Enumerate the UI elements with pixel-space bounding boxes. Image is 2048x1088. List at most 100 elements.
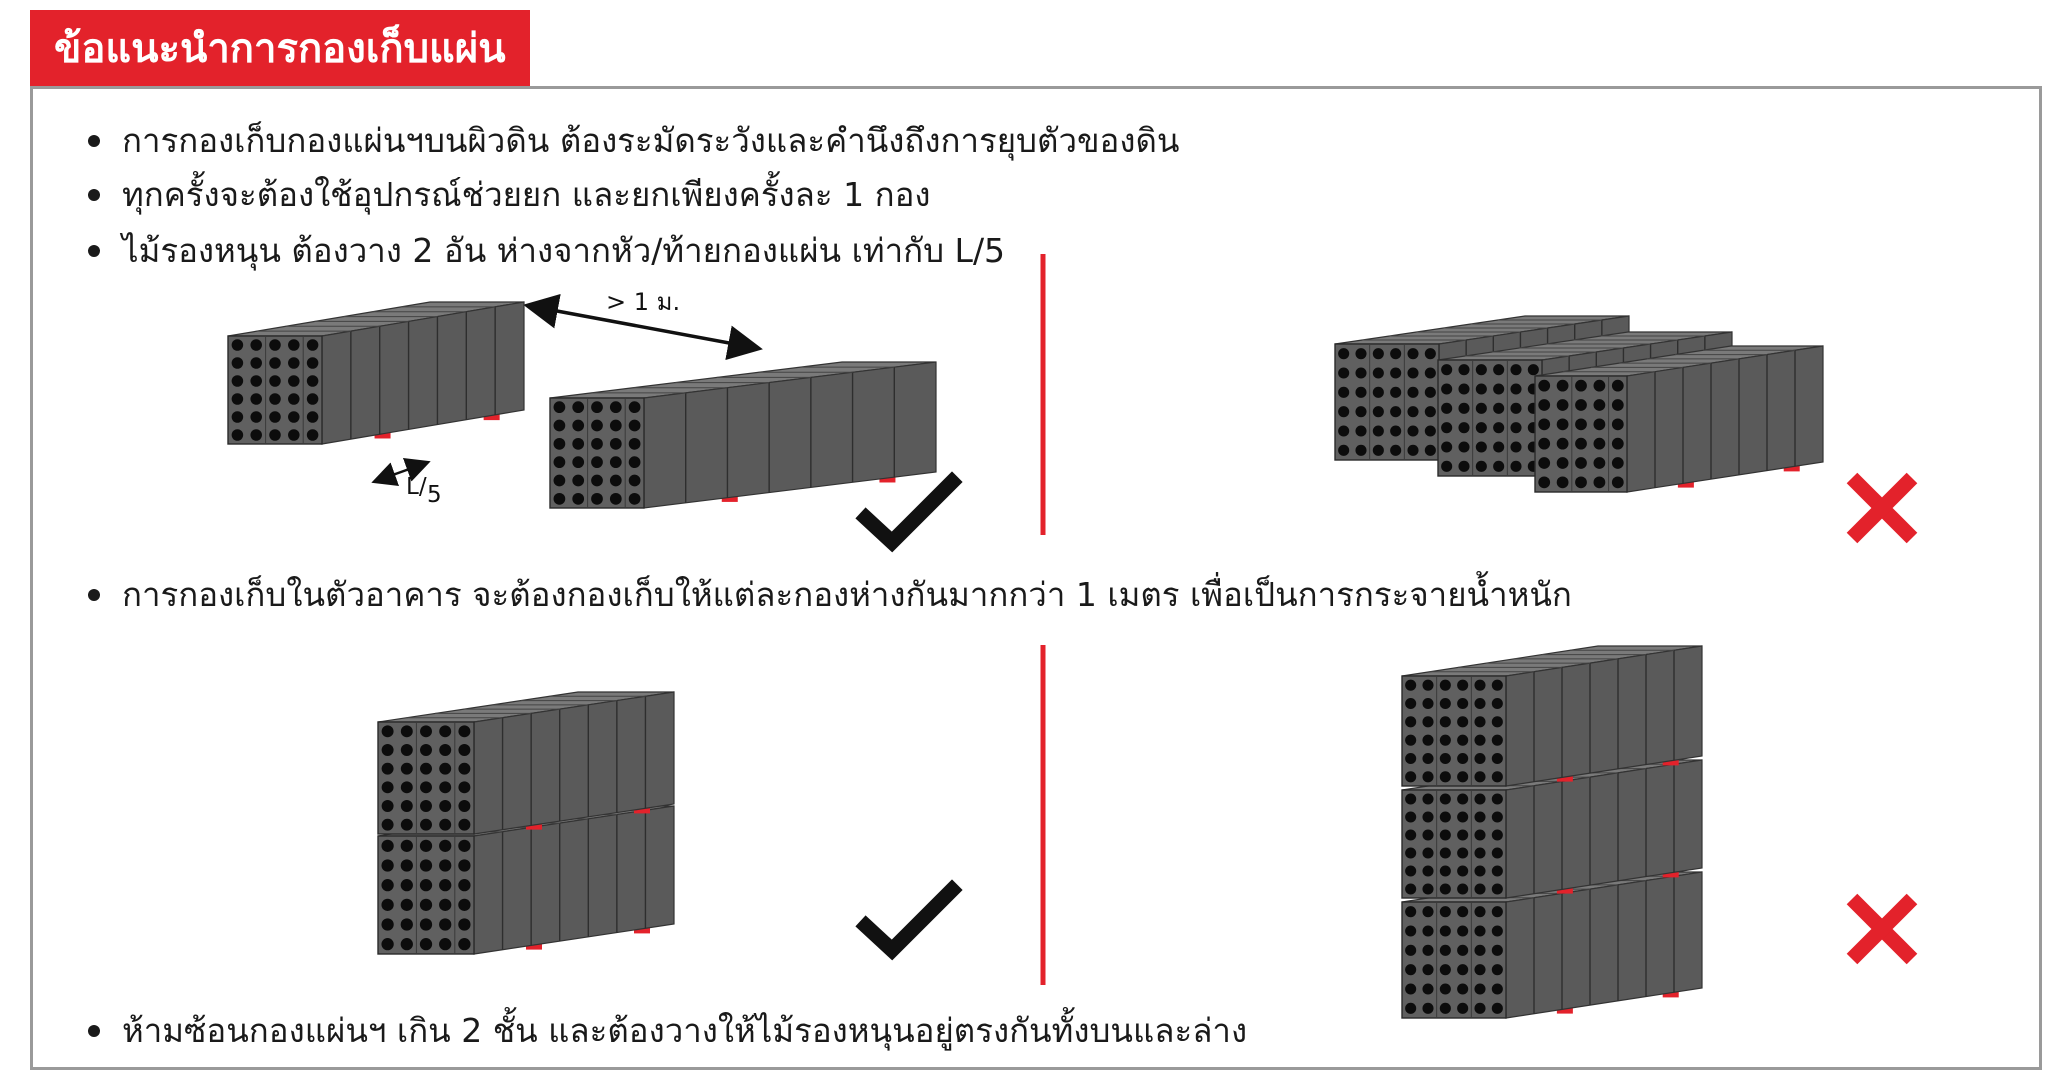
hollow-core (231, 429, 244, 441)
hollow-core (1474, 925, 1486, 937)
hollow-core (439, 800, 452, 812)
hollow-core (400, 839, 413, 852)
hollow-core (1407, 348, 1419, 360)
hollow-core (1474, 811, 1486, 823)
hollow-core (1593, 457, 1606, 469)
bundle-front-face (377, 835, 475, 955)
hollow-core (1441, 402, 1453, 414)
hollow-core (1458, 422, 1470, 434)
hollow-core (1405, 734, 1417, 746)
hollow-core (1474, 964, 1486, 976)
hollow-core (1439, 883, 1451, 895)
support-spacing-arrow (371, 458, 431, 486)
hollow-core (306, 411, 319, 423)
bullet-text: ไม้รองหนุน ต้องวาง 2 อัน ห่างจากหัว/ท้าย… (122, 231, 1006, 270)
hollow-core (1457, 1002, 1469, 1014)
hollow-core (1457, 983, 1469, 995)
hollow-core (1338, 348, 1350, 360)
hollow-core (1458, 402, 1470, 414)
hollow-core (1556, 457, 1569, 469)
hollow-core (1439, 847, 1451, 859)
hollow-core (1372, 367, 1384, 379)
hollow-core (609, 474, 622, 487)
hollow-core (250, 411, 262, 423)
hollow-core (458, 818, 471, 831)
hollow-core (1338, 444, 1350, 456)
hollow-core (1510, 460, 1522, 472)
hollow-core (1491, 883, 1503, 895)
hollow-core (306, 429, 319, 441)
hollow-core (1493, 402, 1505, 414)
hollow-core (553, 419, 566, 432)
hollow-core (1422, 865, 1434, 877)
hollow-core (1491, 793, 1503, 805)
hollow-core (591, 401, 603, 414)
hollow-core (1593, 418, 1606, 431)
support-spacing-l: L/ (406, 474, 427, 500)
hollow-core (1355, 348, 1367, 360)
content-frame (30, 86, 2042, 1070)
hollow-core (439, 918, 452, 931)
hollow-core (1407, 444, 1419, 456)
hollow-core (458, 898, 471, 911)
hollow-core (1422, 716, 1434, 728)
hollow-core (1538, 418, 1551, 431)
hollow-core (1405, 925, 1417, 937)
hollow-core (1527, 364, 1539, 376)
hollow-core (572, 492, 585, 505)
bullet-text: ทุกครั้งจะต้องใช้อุปกรณ์ช่วยยก และยกเพีย… (122, 175, 931, 214)
bundle-front-face (1401, 901, 1507, 1019)
hollow-core (1491, 697, 1503, 710)
hollow-core (1474, 734, 1486, 746)
hollow-core (1439, 829, 1451, 841)
hollow-core (381, 762, 394, 775)
hollow-core (1355, 386, 1367, 398)
hollow-core (1441, 460, 1453, 472)
hollow-core (288, 393, 300, 405)
hollow-core (572, 474, 585, 487)
hollow-core (400, 762, 413, 775)
hollow-core (628, 456, 641, 469)
hollow-core (1611, 437, 1624, 450)
hollow-core (1491, 811, 1503, 823)
check-mark-icon (855, 879, 963, 961)
hollow-core (1575, 399, 1587, 411)
hollow-core (458, 762, 471, 775)
hollow-core (1405, 716, 1417, 728)
hollow-core (1439, 697, 1451, 710)
hollow-core (1457, 944, 1469, 956)
hollow-core (419, 898, 433, 911)
hollow-core (1457, 679, 1469, 691)
bullet-stacking-limit: ห้ามซ้อนกองแผ่นฯ เกิน 2 ชั้น และต้องวางใ… (88, 1004, 1247, 1057)
hollow-core (1372, 425, 1384, 437)
hollow-core (1441, 383, 1453, 395)
hollow-core (269, 393, 281, 405)
bundle-front-face (1401, 789, 1507, 899)
hollow-core (1405, 829, 1417, 841)
hollow-core (1491, 925, 1503, 937)
hollow-core (419, 859, 433, 872)
hollow-core (1405, 964, 1417, 976)
hollow-core (306, 339, 319, 351)
hollow-core (439, 762, 452, 775)
hollow-core (1538, 437, 1551, 450)
hollow-core (1474, 983, 1486, 995)
hollow-core (1457, 734, 1469, 746)
hollow-core (1611, 476, 1624, 489)
hollow-core (1422, 793, 1434, 805)
hollow-core (381, 800, 394, 812)
hollow-core (1575, 418, 1587, 431)
hollow-core (419, 918, 433, 931)
hollow-core (231, 375, 244, 387)
slab-bundle-ground-2 (549, 361, 937, 509)
hollow-core (1611, 399, 1624, 411)
hollow-core (1355, 367, 1367, 379)
hollow-core (231, 411, 244, 423)
hollow-core (1491, 865, 1503, 877)
hollow-core (420, 725, 432, 738)
hollow-core (553, 401, 566, 414)
hollow-core (1510, 383, 1522, 395)
hollow-core (400, 725, 413, 738)
hollow-core (458, 744, 471, 756)
bundle-front-face (1334, 343, 1440, 461)
